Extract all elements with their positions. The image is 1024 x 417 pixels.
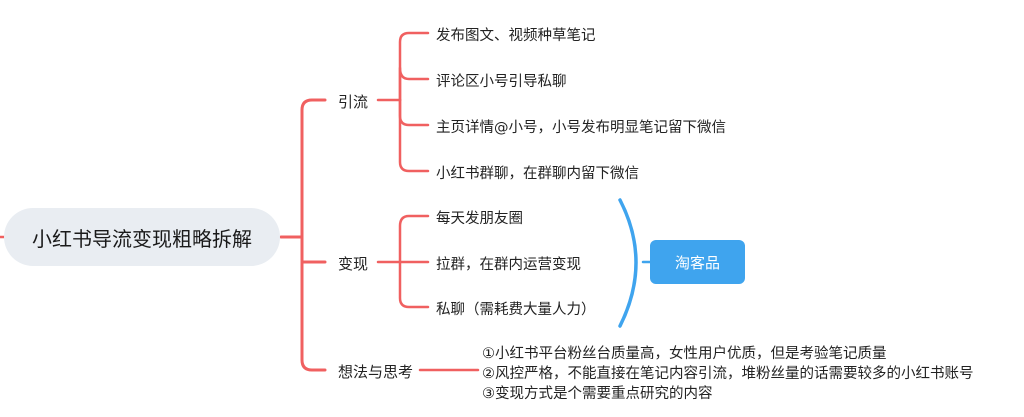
root-topic-label: 小红书导流变现粗略拆解 xyxy=(32,226,252,251)
leaf-yinliu-2[interactable]: 评论区小号引导私聊 xyxy=(436,70,567,91)
root-topic[interactable]: 小红书导流变现粗略拆解 xyxy=(4,208,280,266)
leaf-label: 拉群，在群内运营变现 xyxy=(436,257,581,273)
branch-bianxian[interactable]: 变现 xyxy=(338,253,368,274)
leaf-bianxian-2[interactable]: 拉群，在群内运营变现 xyxy=(436,253,581,274)
leaf-label: 每天发朋友圈 xyxy=(436,211,523,227)
connector-yinliu-leaf-2 xyxy=(398,66,430,102)
leaf-yinliu-3[interactable]: 主页详情@小号，小号发布明显笔记留下微信 xyxy=(436,116,726,137)
leaf-yinliu-4[interactable]: 小红书群聊，在群聊内留下微信 xyxy=(436,162,639,183)
leaf-yinliu-1[interactable]: 发布图文、视频种草笔记 xyxy=(436,24,596,45)
connector-root-xiangfa xyxy=(300,235,327,372)
summary-tag[interactable]: 淘客品 xyxy=(650,240,745,284)
connector-yinliu-leaf-4 xyxy=(398,98,430,173)
connector-bianxian-leaf-3 xyxy=(398,260,430,309)
leaf-bianxian-3[interactable]: 私聊（需耗费大量人力） xyxy=(436,298,596,319)
branch-xiangfa-label: 想法与思考 xyxy=(338,363,414,381)
connector-yinliu-leaf-1 xyxy=(398,31,430,102)
connector-yinliu-leaf-3 xyxy=(398,98,430,127)
note-line-1: ①小红书平台粉丝台质量高，女性用户优质，但是考验笔记质量 xyxy=(482,346,887,362)
connector-bianxian-leaf-1 xyxy=(398,214,430,264)
leaf-label: 发布图文、视频种草笔记 xyxy=(436,28,596,44)
branch-yinliu[interactable]: 引流 xyxy=(338,91,368,112)
leaf-label: 评论区小号引导私聊 xyxy=(436,74,567,90)
branch-yinliu-label: 引流 xyxy=(338,93,369,111)
leaf-label: 私聊（需耗费大量人力） xyxy=(436,302,596,318)
summary-brace xyxy=(618,198,638,328)
notes-block[interactable]: ①小红书平台粉丝台质量高，女性用户优质，但是考验笔记质量 ②风控严格，不能直接在… xyxy=(482,344,974,404)
connector-root-yinliu xyxy=(300,98,327,239)
leaf-label: 小红书群聊，在群聊内留下微信 xyxy=(436,166,639,182)
note-line-3: ③变现方式是个需要重点研究的内容 xyxy=(482,386,713,402)
note-line-2: ②风控严格，不能直接在笔记内容引流，堆粉丝量的话需要较多的小红书账号 xyxy=(482,366,974,382)
summary-tag-label: 淘客品 xyxy=(674,253,720,272)
leaf-label: 主页详情@小号，小号发布明显笔记留下微信 xyxy=(436,120,726,136)
branch-bianxian-label: 变现 xyxy=(338,255,369,273)
leaf-bianxian-1[interactable]: 每天发朋友圈 xyxy=(436,207,523,228)
branch-xiangfa[interactable]: 想法与思考 xyxy=(338,361,413,382)
